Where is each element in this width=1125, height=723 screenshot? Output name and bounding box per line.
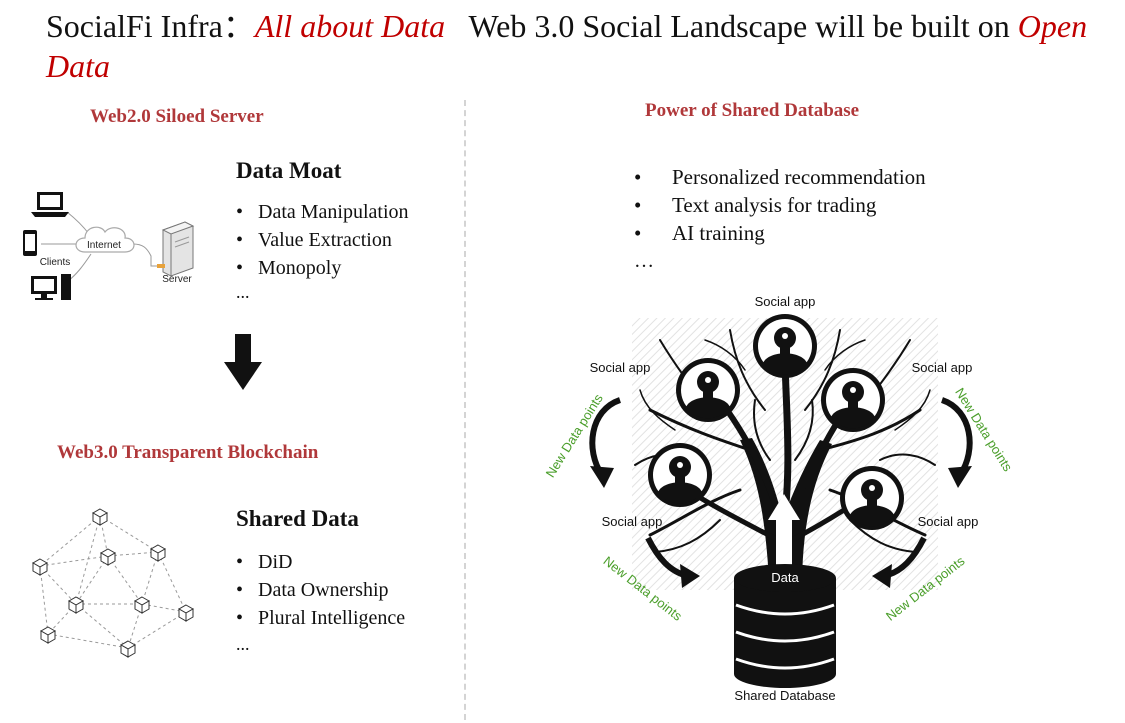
social-app-label-upper-left: Social app: [590, 360, 651, 375]
web3-heading: Web3.0 Transparent Blockchain: [57, 442, 319, 463]
cube-icon: [91, 508, 109, 526]
database-icon: [734, 564, 836, 688]
data-moat-ellipsis: ...: [236, 282, 250, 302]
web2-heading: Web2.0 Siloed Server: [90, 106, 264, 127]
block-nodes: [31, 508, 195, 658]
cube-icon: [99, 548, 117, 566]
server-label: Server: [162, 274, 192, 285]
benefits-ellipsis: …: [634, 250, 654, 272]
social-app-label-lower-left: Social app: [602, 514, 663, 529]
title-part-1: SocialFi Infra：: [46, 8, 255, 44]
server-icon: [157, 221, 195, 277]
list-item: •Personalized recommendation: [634, 165, 926, 189]
cube-icon: [133, 596, 151, 614]
cube-icon: [31, 558, 49, 576]
social-app-avatar-icon: [648, 443, 712, 507]
column-divider: [464, 100, 466, 720]
list-item: •DiD: [236, 551, 293, 573]
title-highlight-2: Open Data: [46, 8, 1088, 84]
internet-label: Internet: [87, 240, 121, 251]
cube-icon: [67, 596, 85, 614]
client-server-diagram: Internet Clients Server: [23, 192, 195, 300]
social-app-label-lower-right: Social app: [918, 514, 979, 529]
shared-database-label: Shared Database: [734, 688, 835, 703]
list-item: •Monopoly: [236, 257, 342, 279]
title-part-3: Web 3.0 Social Landscape will be built o…: [468, 8, 1018, 44]
cloud-icon: [75, 226, 135, 253]
list-item: •AI training: [634, 221, 765, 245]
cube-icon: [177, 604, 195, 622]
cube-icon: [119, 640, 137, 658]
social-app-avatar-icon: [676, 358, 740, 422]
arrow-down-icon: [224, 334, 262, 390]
shared-db-benefits-list: •Personalized recommendation •Text analy…: [634, 163, 926, 247]
clients-label: Clients: [40, 257, 71, 268]
shared-data-title: Shared Data: [236, 506, 359, 531]
data-moat-title: Data Moat: [236, 158, 342, 183]
list-item: •Data Ownership: [236, 579, 389, 601]
phone-icon: [23, 230, 37, 256]
social-app-label-upper-right: Social app: [912, 360, 973, 375]
social-app-label-top: Social app: [755, 294, 816, 309]
cube-icon: [39, 626, 57, 644]
title-highlight-1: All about Data: [254, 8, 446, 44]
data-label: Data: [771, 570, 799, 585]
list-item: •Plural Intelligence: [236, 607, 406, 629]
shared-data-ellipsis: ...: [236, 634, 250, 654]
shared-data-list: •DiD •Data Ownership •Plural Intelligenc…: [236, 548, 405, 632]
social-app-avatar-icon: [821, 368, 885, 432]
list-item: •Data Manipulation: [236, 201, 409, 223]
shared-db-heading: Power of Shared Database: [645, 100, 860, 121]
new-data-label-upper-right: New Data points: [952, 385, 1016, 474]
desktop-icon: [31, 274, 71, 300]
shared-database-tree-diagram: Data Social app Social app Social app So…: [543, 294, 1016, 703]
social-app-avatar-icon: [840, 466, 904, 530]
blockchain-network-diagram: [31, 508, 195, 658]
laptop-icon: [31, 192, 69, 217]
cube-icon: [149, 544, 167, 562]
arrowheads: [590, 466, 972, 588]
list-item: •Text analysis for trading: [634, 193, 877, 217]
list-item: •Value Extraction: [236, 229, 392, 251]
page-title: SocialFi Infra：All about Data Web 3.0 So…: [46, 6, 1116, 86]
curved-arrows: [589, 397, 973, 579]
social-app-avatar-icon: [753, 314, 817, 378]
data-moat-list: •Data Manipulation •Value Extraction •Mo…: [236, 198, 409, 282]
